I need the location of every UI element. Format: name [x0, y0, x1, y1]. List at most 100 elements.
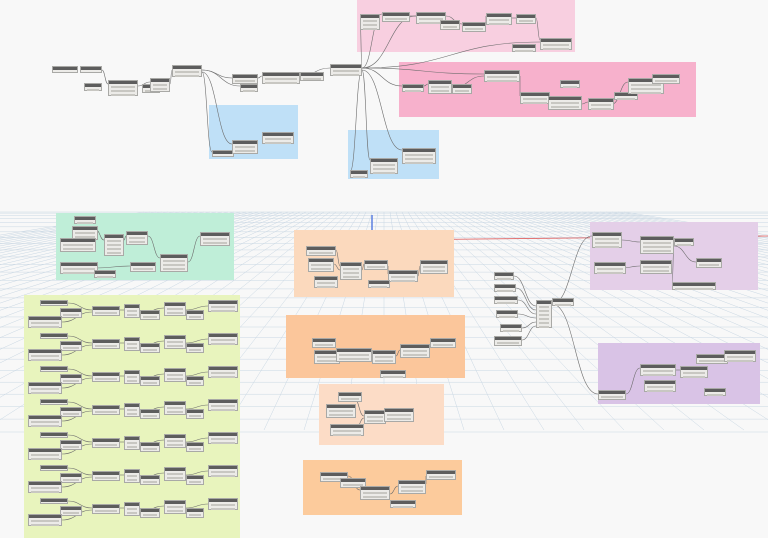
graph-node[interactable]	[724, 350, 756, 362]
graph-node[interactable]	[60, 374, 82, 384]
graph-node[interactable]	[494, 284, 516, 292]
graph-node[interactable]	[402, 84, 424, 92]
graph-node[interactable]	[232, 74, 258, 84]
graph-node[interactable]	[164, 401, 186, 415]
graph-node[interactable]	[40, 399, 68, 405]
graph-node[interactable]	[640, 236, 674, 254]
graph-node[interactable]	[364, 260, 388, 270]
graph-node[interactable]	[140, 409, 160, 419]
graph-node[interactable]	[28, 448, 62, 460]
graph-node[interactable]	[40, 300, 68, 306]
graph-node[interactable]	[60, 308, 82, 318]
graph-node[interactable]	[104, 234, 124, 256]
graph-node[interactable]	[40, 432, 68, 438]
graph-node[interactable]	[92, 438, 120, 448]
graph-node[interactable]	[84, 83, 102, 91]
graph-node[interactable]	[28, 481, 62, 493]
graph-node[interactable]	[28, 316, 62, 328]
graph-node[interactable]	[126, 231, 148, 245]
graph-node[interactable]	[588, 98, 614, 110]
graph-node[interactable]	[308, 258, 334, 272]
graph-node[interactable]	[60, 506, 82, 516]
graph-node[interactable]	[140, 508, 160, 518]
graph-node[interactable]	[186, 310, 204, 320]
graph-node[interactable]	[92, 372, 120, 382]
graph-node[interactable]	[208, 498, 238, 510]
graph-node[interactable]	[40, 498, 68, 504]
graph-node[interactable]	[536, 300, 552, 328]
graph-node[interactable]	[40, 465, 68, 471]
graph-node[interactable]	[548, 96, 582, 110]
graph-node[interactable]	[172, 65, 202, 77]
graph-node[interactable]	[186, 508, 204, 518]
graph-node[interactable]	[72, 226, 98, 240]
graph-node[interactable]	[60, 238, 96, 252]
graph-node[interactable]	[340, 478, 366, 488]
graph-node[interactable]	[370, 158, 398, 174]
graph-node[interactable]	[186, 409, 204, 419]
graph-node[interactable]	[696, 258, 722, 268]
graph-node[interactable]	[140, 376, 160, 386]
graph-node[interactable]	[594, 262, 626, 274]
graph-node[interactable]	[208, 399, 238, 411]
graph-node[interactable]	[500, 324, 522, 332]
graph-node[interactable]	[164, 467, 186, 481]
graph-node[interactable]	[140, 310, 160, 320]
graph-node[interactable]	[124, 469, 140, 483]
graph-node[interactable]	[312, 338, 336, 348]
graph-node[interactable]	[74, 216, 96, 224]
graph-node[interactable]	[140, 442, 160, 452]
graph-node[interactable]	[306, 246, 336, 256]
graph-node[interactable]	[440, 20, 460, 30]
graph-node[interactable]	[338, 392, 362, 402]
graph-node[interactable]	[164, 302, 186, 316]
graph-node[interactable]	[320, 472, 348, 482]
graph-node[interactable]	[494, 336, 522, 346]
graph-node[interactable]	[60, 473, 82, 483]
graph-node[interactable]	[60, 341, 82, 351]
graph-node[interactable]	[340, 262, 362, 280]
graph-node[interactable]	[540, 38, 572, 50]
graph-node[interactable]	[400, 344, 430, 358]
graph-node[interactable]	[512, 44, 536, 52]
graph-node[interactable]	[372, 350, 396, 364]
graph-node[interactable]	[28, 382, 62, 394]
graph-node[interactable]	[92, 405, 120, 415]
graph-node[interactable]	[494, 296, 518, 304]
graph-node[interactable]	[262, 72, 300, 84]
graph-node[interactable]	[212, 150, 234, 157]
graph-node[interactable]	[208, 432, 238, 444]
graph-node[interactable]	[130, 262, 156, 272]
graph-node[interactable]	[380, 370, 406, 378]
graph-node[interactable]	[124, 304, 140, 318]
graph-node[interactable]	[336, 348, 372, 362]
graph-node[interactable]	[592, 232, 622, 248]
graph-node[interactable]	[60, 440, 82, 450]
graph-node[interactable]	[382, 12, 410, 22]
graph-node[interactable]	[614, 92, 638, 100]
graph-node[interactable]	[640, 260, 672, 274]
graph-node[interactable]	[240, 84, 258, 92]
graph-node[interactable]	[552, 298, 574, 306]
graph-node[interactable]	[186, 442, 204, 452]
graph-node[interactable]	[40, 366, 68, 372]
graph-node[interactable]	[330, 64, 362, 76]
graph-node[interactable]	[124, 337, 140, 351]
graph-node[interactable]	[92, 504, 120, 514]
graph-node[interactable]	[672, 282, 716, 290]
graph-node[interactable]	[92, 471, 120, 481]
graph-node[interactable]	[416, 12, 446, 24]
graph-node[interactable]	[28, 514, 62, 526]
graph-node[interactable]	[124, 436, 140, 450]
graph-node[interactable]	[262, 132, 294, 144]
graph-node[interactable]	[208, 300, 238, 312]
graph-node[interactable]	[140, 343, 160, 353]
graph-node[interactable]	[326, 404, 356, 418]
graph-node[interactable]	[124, 370, 140, 384]
graph-node[interactable]	[560, 80, 580, 88]
graph-node[interactable]	[644, 380, 676, 392]
graph-node[interactable]	[200, 232, 230, 246]
graph-node[interactable]	[52, 66, 78, 73]
graph-node[interactable]	[494, 272, 514, 280]
